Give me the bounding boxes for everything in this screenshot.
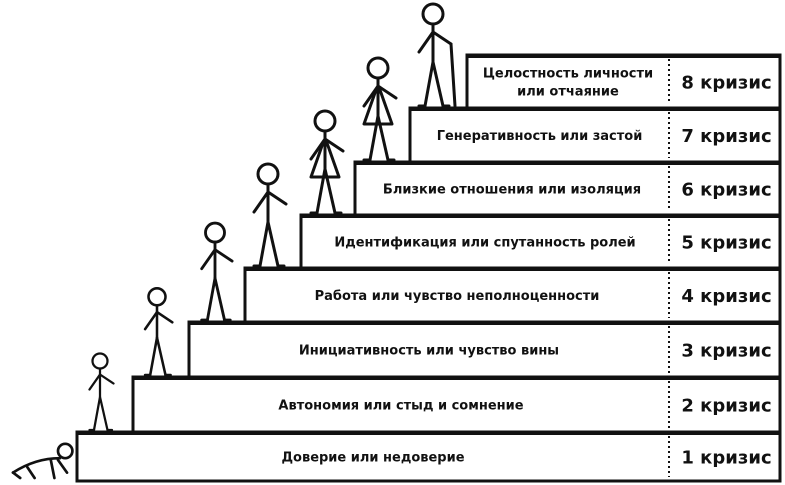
step-4-face — [243, 266, 782, 324]
step-2-crisis-label: 2 кризис — [681, 396, 771, 417]
schoolchild-figure — [200, 221, 234, 322]
elder-figure — [417, 2, 457, 108]
step-3-stage-label: Инициативность или чувство вины — [299, 344, 559, 359]
step-8-face — [465, 53, 782, 110]
step-4: Работа или чувство неполноценности 4 криз… — [243, 266, 782, 324]
step-6-crisis-label: 6 кризис — [681, 180, 771, 201]
step-5-stage-label: Идентификация или спутанность ролей — [334, 236, 635, 251]
step-4-stage-label: Работа или чувство неполноценности — [315, 289, 600, 304]
step-5: Идентификация или спутанность ролей 5 кри… — [299, 213, 782, 270]
step-3: Инициативность или чувство вины 3 кризис — [187, 320, 782, 379]
step-6-stage-label: Близкие отношения или изоляция — [383, 183, 641, 198]
step-3-crisis-label: 3 кризис — [681, 341, 771, 362]
step-1-face — [75, 430, 782, 483]
step-3-face — [187, 320, 782, 379]
baby-figure — [11, 442, 74, 480]
step-1: Доверие или недоверие 1 кризис — [75, 430, 782, 483]
step-7-stage-label: Генеративность или застой — [437, 129, 643, 144]
step-5-crisis-label: 5 кризис — [681, 233, 771, 254]
child-figure — [143, 287, 174, 377]
step-7-crisis-label: 7 кризис — [681, 126, 771, 147]
step-8-crisis-label: 8 кризис — [681, 73, 771, 94]
teen-figure — [252, 162, 288, 268]
toddler-figure — [88, 352, 115, 432]
step-5-face — [299, 213, 782, 270]
step-2: Автономия или стыд и сомнение 2 кризис — [131, 375, 782, 434]
step-7: Генеративность или застой 7 кризис — [408, 106, 782, 164]
step-1-stage-label: Доверие или недоверие — [281, 451, 464, 466]
step-6: Близкие отношения или изоляция 6 кризис — [353, 160, 782, 217]
step-4-crisis-label: 4 кризис — [681, 286, 771, 307]
step-6-face — [353, 160, 782, 217]
adult-figure — [362, 56, 398, 162]
step-2-stage-label: Автономия или стыд и сомнение — [278, 399, 523, 414]
young-adult-figure — [309, 109, 345, 215]
step-1-crisis-label: 1 кризис — [681, 448, 771, 469]
